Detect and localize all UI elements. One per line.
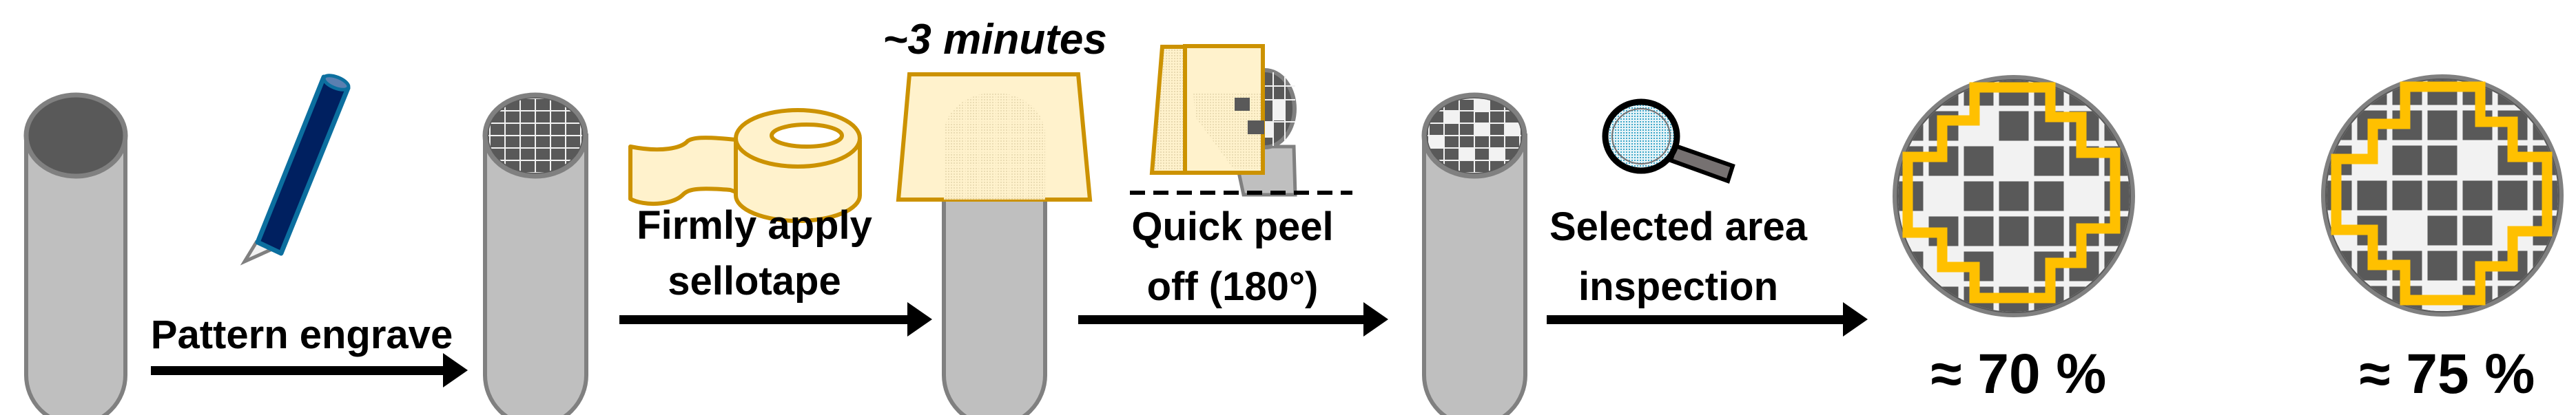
label-quick-peel: Quick peel	[1131, 204, 1333, 249]
result-disc-75	[2321, 74, 2564, 317]
arrow-inspect	[1547, 302, 1868, 337]
grid-cell	[1964, 181, 1994, 211]
label-pattern-engrave: Pattern engrave	[151, 312, 453, 357]
result-disc-70	[1893, 75, 2135, 317]
grid-cell	[2104, 81, 2130, 106]
label-inspection: inspection	[1578, 264, 1778, 309]
grid-cell	[2497, 180, 2528, 211]
grid-cell	[2357, 180, 2387, 211]
grid-cell	[1999, 111, 2029, 141]
cylinder-with-tape	[896, 72, 1093, 415]
grid-cell	[2034, 216, 2064, 246]
grid-cell	[2427, 180, 2457, 211]
grid-cell	[2462, 145, 2493, 175]
grid-cell	[2327, 80, 2352, 105]
grid-cell	[2427, 251, 2457, 281]
grid-cell	[2392, 180, 2422, 211]
grid-cell	[1999, 251, 2029, 281]
result-label-75: ≈ 75 %	[2360, 343, 2535, 405]
grid-cell	[2427, 215, 2457, 246]
grid-cell	[1999, 146, 2029, 176]
arrow-apply	[619, 302, 932, 337]
result-label-70: ≈ 70 %	[1931, 343, 2107, 405]
grid-cell	[2392, 145, 2422, 175]
grid-cell	[2392, 215, 2422, 246]
grid-cell	[2069, 181, 2099, 211]
cylinder-blank	[23, 92, 128, 415]
grid-cell	[2462, 180, 2493, 211]
arrow-engrave	[151, 353, 468, 387]
grid-cell	[2533, 286, 2558, 311]
label-firmly-apply: Firmly apply	[637, 203, 872, 248]
selected-area-outline	[1902, 82, 2121, 304]
inspection-grid	[1898, 81, 2130, 312]
engraving-pen-icon	[240, 74, 351, 266]
grid-cell	[1964, 216, 1994, 246]
grid-cell	[2533, 80, 2558, 105]
grid-cell	[1898, 81, 1924, 106]
arrow-wait	[1078, 302, 1388, 337]
magnifier-icon	[1602, 98, 1735, 184]
cylinder-engraved	[482, 92, 588, 415]
grid-cell	[1928, 181, 1959, 211]
peel-off-illustration	[1130, 44, 1352, 197]
cylinder-after-peel	[1421, 92, 1527, 415]
grid-cell	[1964, 146, 1994, 176]
inspection-grid	[2327, 80, 2558, 311]
grid-cell	[1898, 286, 1924, 312]
label-three-minutes: ~3 minutes	[883, 16, 1107, 63]
grid-cell	[2427, 110, 2457, 140]
grid-cell	[2034, 181, 2064, 211]
label-peel-angle: off (180°)	[1147, 264, 1319, 309]
grid-cell	[1999, 216, 2029, 246]
grid-cell	[1999, 181, 2029, 211]
grid-cell	[2327, 286, 2352, 311]
label-sellotape: sellotape	[668, 259, 841, 304]
grid-cell	[2034, 146, 2064, 176]
label-selected-area: Selected area	[1549, 204, 1808, 249]
grid-cell	[2104, 286, 2130, 312]
grid-cell	[2462, 215, 2493, 246]
selected-area-outline	[2331, 81, 2553, 306]
grid-cell	[2427, 145, 2457, 175]
tape-roll-icon	[628, 108, 862, 223]
